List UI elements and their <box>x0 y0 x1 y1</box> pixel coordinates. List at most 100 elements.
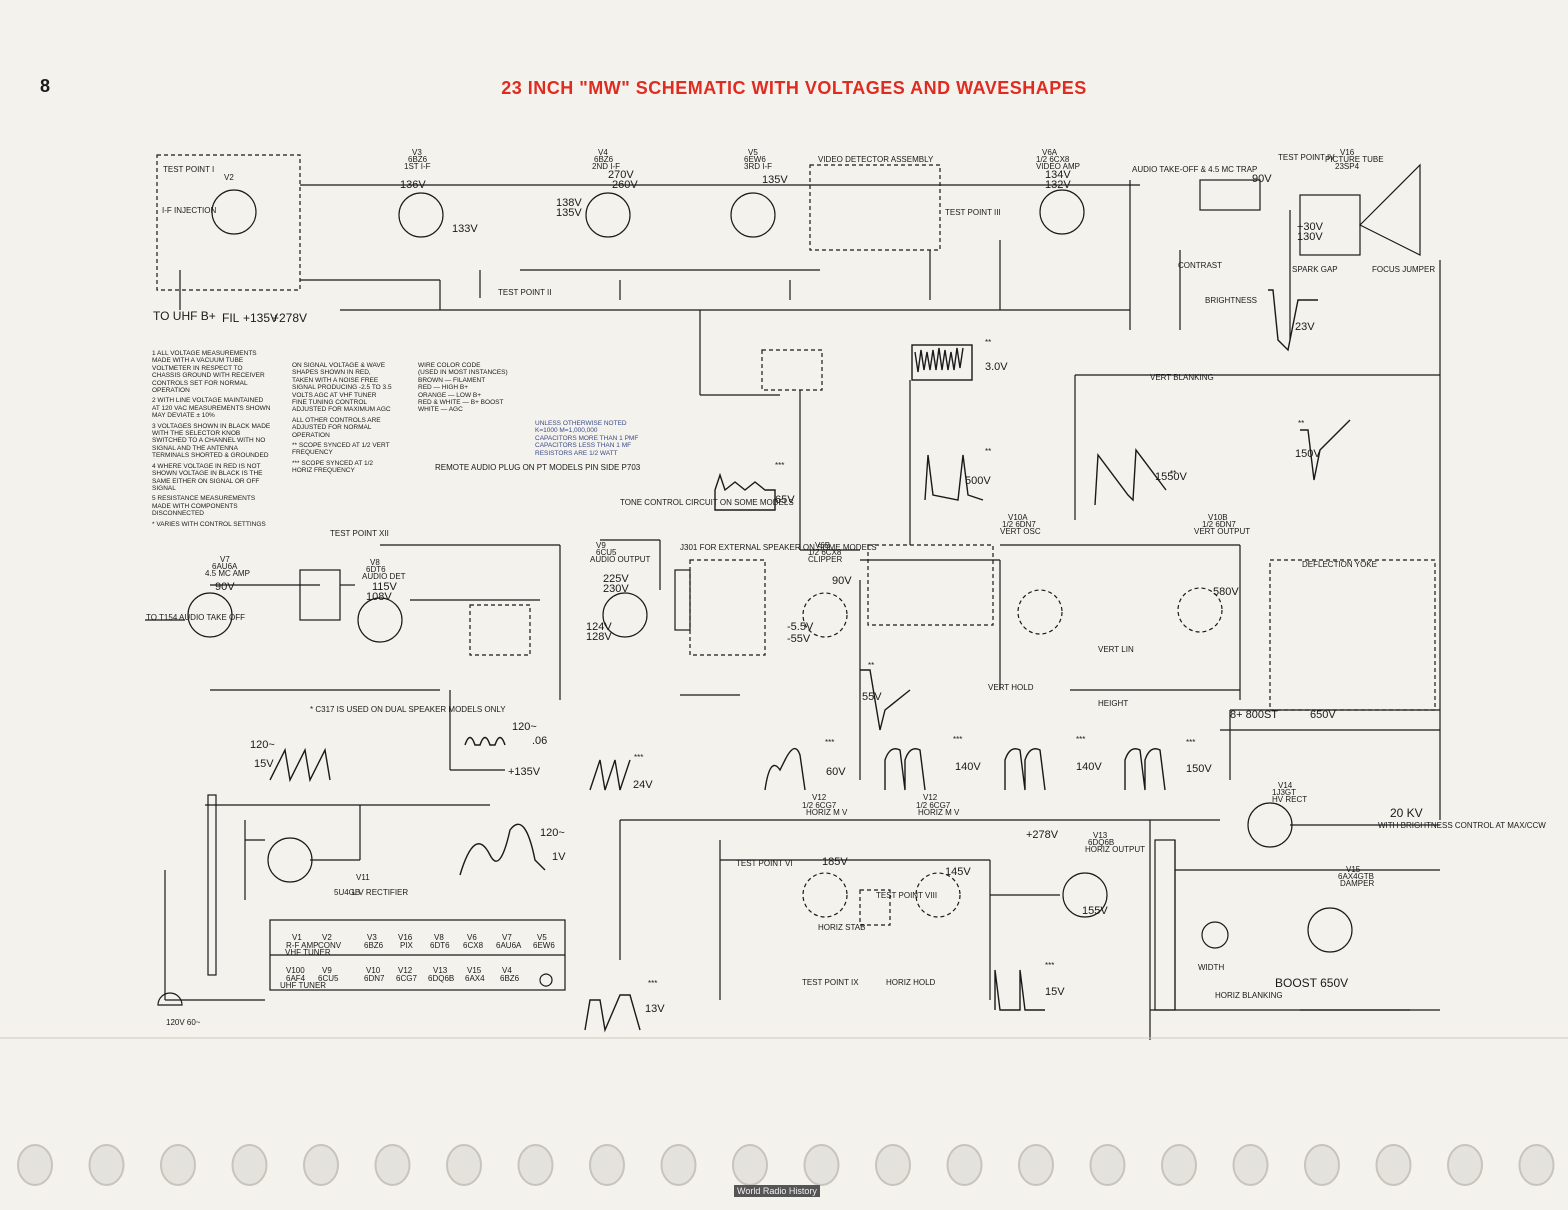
wave-w1-sync: ** <box>985 338 991 347</box>
volt-b135: +135V <box>508 766 541 778</box>
waveshape-w3 <box>714 472 776 511</box>
wave-w8-amp: 15V <box>254 758 274 770</box>
volt-v4b: 260V <box>612 179 638 191</box>
tube-v5-ref: V5 <box>748 148 758 157</box>
wave-w3-sync: *** <box>775 461 784 470</box>
volt-v4d: 135V <box>556 207 582 219</box>
label-width: WIDTH <box>1198 963 1224 972</box>
label-test-point-8: TEST POINT VIII <box>876 891 937 900</box>
signal-note-4: *** SCOPE SYNCED AT 1/2 HORIZ FREQUENCY <box>292 459 374 475</box>
volt-v16: 90V <box>1252 173 1272 185</box>
tube-v3-ref: V3 <box>412 148 422 157</box>
waveshape-w8 <box>269 747 331 783</box>
wave-w12-amp: 140V <box>955 761 981 773</box>
unless-line: CAPACITORS MORE THAN 1 pµf <box>535 434 639 442</box>
binder-hole <box>660 1144 697 1186</box>
tube-v12b-func: HORIZ M V <box>918 808 960 817</box>
binder-hole <box>732 1144 768 1186</box>
label-test-point-9: TEST POINT IX <box>802 978 859 987</box>
power-supply <box>157 794 566 1006</box>
tube-v14-func: HV RECT <box>1272 795 1307 804</box>
heater-v15-ref: V15 <box>467 966 482 975</box>
wave-w4-amp: 500V <box>965 475 991 487</box>
credit-badge: World Radio History <box>734 1185 820 1197</box>
heater-v13-ref: V13 <box>433 966 448 975</box>
heater-v10-ref: V10 <box>366 966 381 975</box>
wave-w17-sync: *** <box>1045 961 1054 970</box>
tube-v4-ref: V4 <box>598 148 608 157</box>
label-vert-blanking: VERT BLANKING <box>1150 373 1214 382</box>
tube-v14-ref: V14 <box>1278 781 1293 790</box>
wave-w9-amp: .06 <box>532 735 547 747</box>
wave-w13-amp: 140V <box>1076 761 1102 773</box>
binder-hole <box>1089 1144 1126 1186</box>
heater-v15-type: 6AX4 <box>465 974 485 983</box>
waveshape-w2 <box>1268 289 1318 352</box>
volt-v4: 270V <box>608 169 634 181</box>
volt-v16b: +30V <box>1297 221 1324 233</box>
tube-v8-func: AUDIO DET <box>362 572 406 581</box>
waveshape-w11 <box>764 747 806 791</box>
heater-v100-ref: V100 <box>286 966 305 975</box>
binder-hole <box>446 1144 482 1186</box>
waveshapes <box>269 289 1351 1033</box>
note-1: 1 ALL VOLTAGE MEASUREMENTS MADE WITH A V… <box>152 350 265 395</box>
waveshape-w15 <box>459 823 546 876</box>
volt-v4c: 138V <box>556 197 582 209</box>
heater-v2-type: CONV <box>318 941 342 950</box>
volt-v6b: 132V <box>1045 179 1071 191</box>
wire-color-code: WIRE COLOR CODE (USED IN MOST INSTANCES)… <box>418 362 528 414</box>
volt-v3: 136V <box>400 179 426 191</box>
binder-hole <box>875 1144 911 1186</box>
heater-v12-type: 6CG7 <box>396 974 417 983</box>
heater-v7-ref: V7 <box>502 933 512 942</box>
tube-v15-func: DAMPER <box>1340 879 1374 888</box>
tube-v12a-ref: V12 <box>812 793 827 802</box>
tube-v6b-func: CLIPPER <box>808 555 842 564</box>
label-tone-control: TONE CONTROL CIRCUIT ON SOME MODELS <box>620 498 794 507</box>
label-b278-a: +278V <box>272 311 307 325</box>
component-labels: TEST POINT I I-F INJECTION V2 TO UHF B+ … <box>146 148 1546 1027</box>
volt-v3b: 133V <box>452 223 478 235</box>
tube-v3-func: 1ST I-F <box>404 162 431 171</box>
waveshape-w12 <box>884 748 926 791</box>
tube-v8-ref: V8 <box>370 558 380 567</box>
tube-v11-ref: V11 <box>356 873 370 882</box>
heater-v12-ref: V12 <box>398 966 413 975</box>
label-brightness: BRIGHTNESS <box>1205 296 1257 305</box>
wire-code-subtitle: (USED IN MOST INSTANCES) <box>418 369 508 377</box>
volt-v9: 225V <box>603 573 629 585</box>
label-horiz-stab: HORIZ STAB <box>818 923 865 932</box>
wire-code-row: ORANGE — LOW B+ <box>418 391 482 399</box>
note-2: 2 WITH LINE VOLTAGE MAINTAINED AT 120 VA… <box>152 397 271 420</box>
label-kv20: 20 KV <box>1390 806 1423 820</box>
tube-v6a-type: 1/2 6CX8 <box>1036 155 1070 164</box>
tube-v9-ref: V9 <box>596 541 606 550</box>
label-ext-speaker: J301 FOR EXTERNAL SPEAKER ON SOME MODELS <box>680 543 877 552</box>
label-test-point-12: TEST POINT XII <box>330 529 389 538</box>
wave-w15-amp: 1V <box>552 851 566 863</box>
binder-holes <box>17 1144 1555 1186</box>
volt-clip1: 90V <box>832 575 852 587</box>
note-5: 5 RESISTANCE MEASUREMENTS MADE WITH COMP… <box>152 495 256 518</box>
tube-v10a-ref: V10A <box>1008 513 1028 522</box>
tube-v16-ref: V16 <box>1340 148 1355 157</box>
binder-hole <box>160 1144 196 1186</box>
volt-v8: 115V <box>372 581 398 593</box>
tube-v14-type: 1J3GT <box>1272 788 1296 797</box>
waveshape-w6 <box>1300 419 1351 481</box>
heater-v16-ref: V16 <box>398 933 413 942</box>
wire-code-row: WHITE — AGC <box>418 406 463 414</box>
label-fil: FIL <box>222 311 240 325</box>
tube-v16-func: 23SP4 <box>1335 162 1360 171</box>
wire-code-row: RED & WHITE — B+ BOOST <box>418 399 504 407</box>
wave-w12-sync: *** <box>953 735 962 744</box>
label-uhf-tuner: UHF TUNER <box>280 981 326 990</box>
wave-w6-amp: 150V <box>1295 448 1321 460</box>
label-to-uhf: TO UHF B+ <box>153 309 216 323</box>
waveshape-w9 <box>464 736 506 746</box>
volt-v5: 135V <box>762 174 788 186</box>
binder-hole <box>1304 1144 1340 1186</box>
tube-v6b-ref: V6B <box>815 541 830 550</box>
unless-noted: UNLESS OTHERWISE NOTED K=1000 M=1,000,00… <box>535 420 645 457</box>
